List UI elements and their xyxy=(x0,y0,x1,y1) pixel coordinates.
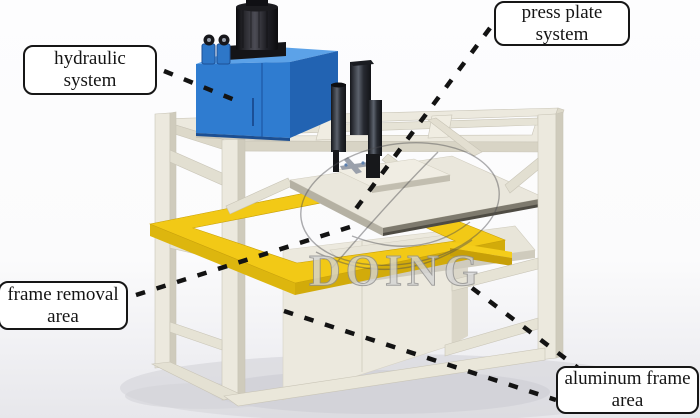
press-cylinder xyxy=(331,84,346,152)
leader-line-hydraulic xyxy=(163,68,243,106)
oil-tank-side xyxy=(290,51,338,138)
valve-assembly xyxy=(201,34,231,65)
motor-ribs xyxy=(242,8,268,48)
leader-line-press-plate xyxy=(350,26,492,216)
oil-tank-bottom-edge xyxy=(196,133,290,141)
leader-line-aluminum-long xyxy=(283,308,557,403)
piston-rod xyxy=(366,154,380,178)
corner-gusset xyxy=(504,157,539,194)
label-text: area xyxy=(47,305,79,327)
machine-frame-right xyxy=(150,111,564,407)
mold-bar-top xyxy=(450,242,512,258)
rear-brace xyxy=(427,117,483,157)
mid-rail xyxy=(444,317,539,357)
press-cylinder xyxy=(368,100,382,156)
label-text: hydraulic xyxy=(54,48,126,69)
watermark-logo xyxy=(300,142,500,271)
mid-rail xyxy=(169,321,223,351)
watermark-text: DOING xyxy=(309,246,483,295)
press-plate-assembly xyxy=(225,153,546,236)
press-cylinder xyxy=(350,62,371,135)
press-plate-left-edge xyxy=(290,180,383,236)
tabletop-front-edge xyxy=(227,140,547,153)
hydraulic-power-unit xyxy=(196,0,338,142)
label-hydraulic-system: hydraulic system xyxy=(23,45,157,95)
piston-rod xyxy=(333,150,339,172)
leader-line-aluminum-short xyxy=(470,286,580,370)
label-frame-removal-area: frame removal area xyxy=(0,281,128,330)
label-text: press plate xyxy=(521,1,603,23)
cylinder-flange xyxy=(340,157,370,174)
leader-line-frame-removal xyxy=(135,224,351,298)
frame-leg xyxy=(537,113,557,361)
frame-leg-side xyxy=(555,111,564,359)
label-text: system xyxy=(63,70,117,91)
mold-bar-side xyxy=(450,248,512,266)
label-text: frame removal xyxy=(7,283,119,305)
floor-rail xyxy=(223,347,546,407)
label-press-plate-system: press plate system xyxy=(494,1,630,46)
label-text: area xyxy=(611,390,644,411)
mold-left-edge xyxy=(150,224,295,295)
motor-cylinder xyxy=(236,6,278,50)
press-cylinders xyxy=(331,60,382,178)
press-plate-dark-rim xyxy=(383,203,545,236)
label-text: aluminum frame xyxy=(564,368,691,389)
press-plate-front-edge xyxy=(383,198,545,234)
cylinder-cap xyxy=(331,82,346,88)
label-aluminum-frame-area: aluminum frame area xyxy=(556,366,699,414)
motor-top-box xyxy=(246,0,268,6)
cylinder-top xyxy=(350,60,374,66)
upper-platen-edge xyxy=(372,175,450,193)
leader-lines xyxy=(135,26,580,403)
label-text: system xyxy=(535,23,589,45)
corner-gusset xyxy=(169,149,223,186)
oil-tank-front xyxy=(196,62,290,138)
mid-rail xyxy=(451,257,539,292)
